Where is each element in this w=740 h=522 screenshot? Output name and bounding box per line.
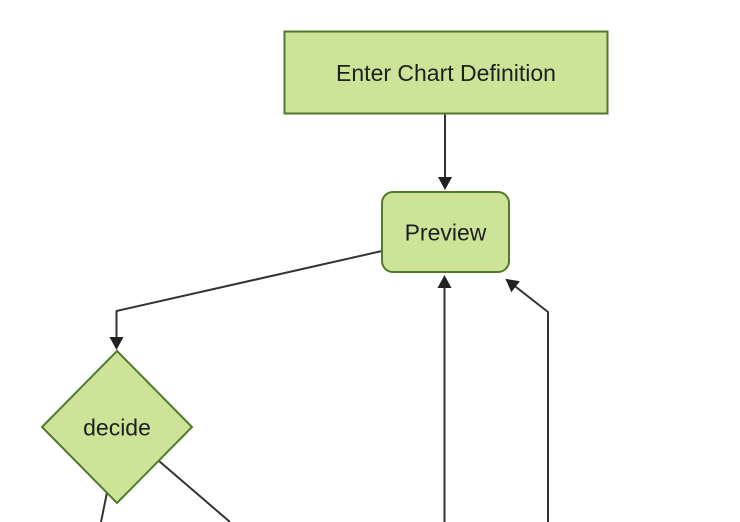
preview-label: Preview [405, 220, 487, 246]
node-enter-chart-definition: Enter Chart Definition [283, 30, 609, 115]
decide-diamond [40, 349, 194, 505]
edge-decide-to-offscreen-bottom-left [100, 489, 109, 522]
edge-offscreen-bottom-right-to-preview [505, 278, 549, 522]
enter-chart-definition-box [283, 30, 609, 115]
edge-preview-to-decide [109, 250, 383, 350]
edge-decide-to-offscreen-bottom-right [158, 460, 231, 522]
enter-chart-definition-label: Enter Chart Definition [336, 60, 556, 86]
decide-label: decide [83, 415, 151, 441]
preview-box [381, 191, 510, 273]
node-preview: Preview [381, 191, 510, 273]
node-decide: decide [40, 349, 194, 505]
